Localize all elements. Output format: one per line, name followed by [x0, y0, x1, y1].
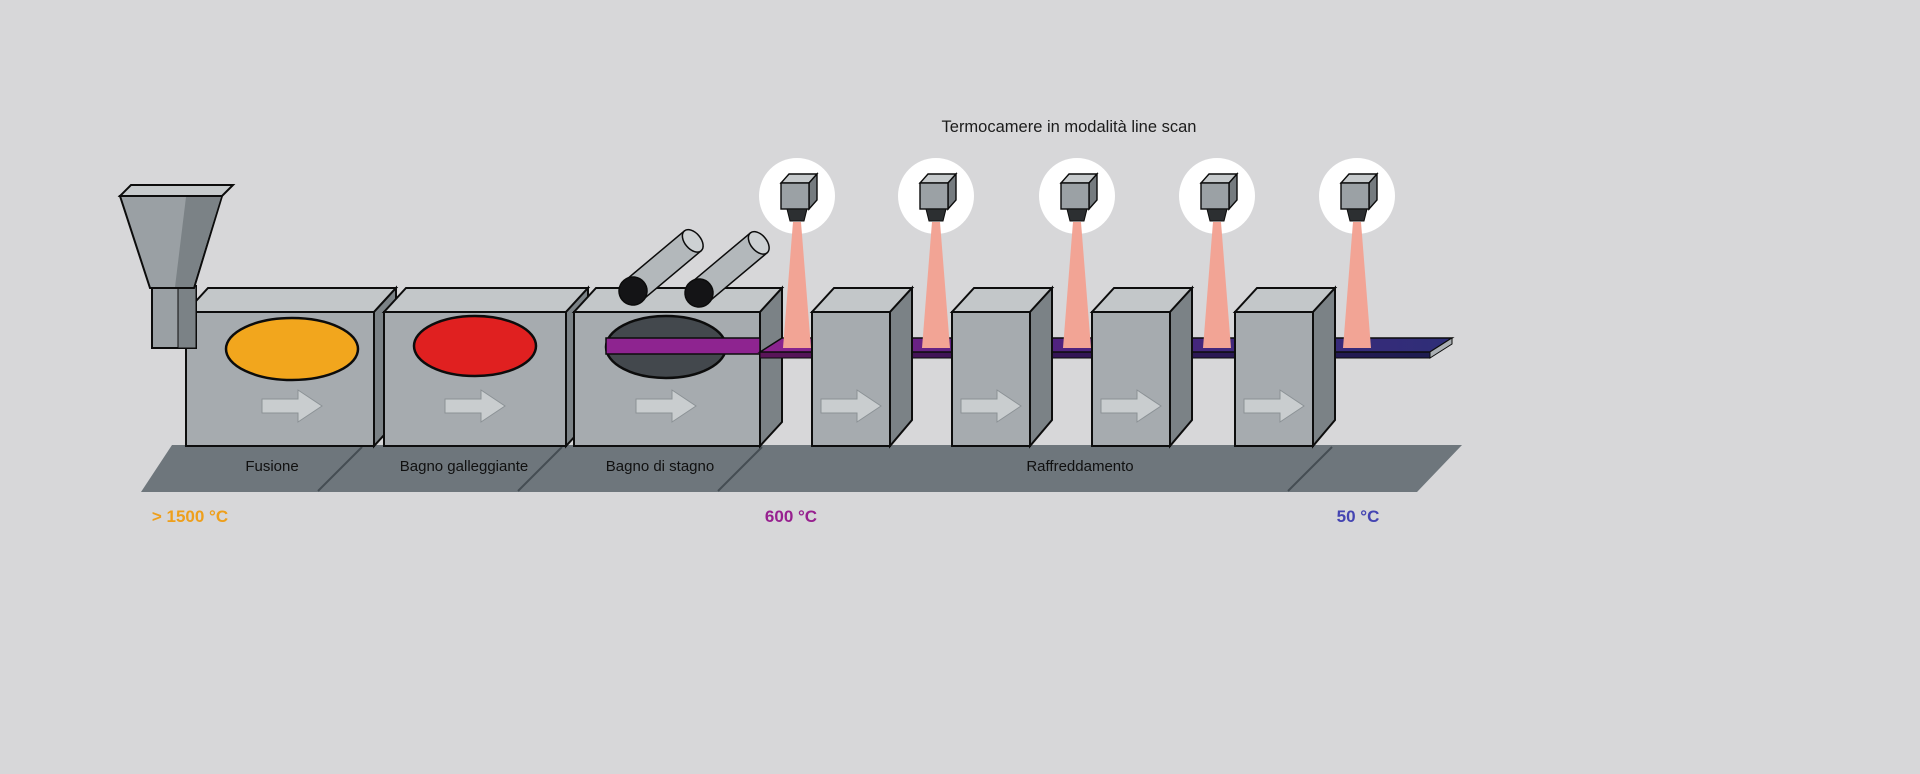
- roller-far-cap: [747, 230, 770, 255]
- molten-glass-red: [412, 314, 538, 378]
- box-top-face: [381, 287, 591, 313]
- cooling-box: [1092, 288, 1192, 446]
- temperature-label-tin-bath-exit: 600 °C: [765, 507, 817, 526]
- floor-divider: [317, 446, 363, 492]
- roller-icon: [618, 228, 704, 306]
- box-side-face: [759, 285, 783, 449]
- floor-divider: [517, 446, 563, 492]
- floor-divider: [717, 446, 763, 492]
- floor-divider: [1287, 446, 1333, 492]
- temperature-label-melting: > 1500 °C: [152, 507, 228, 526]
- ribbon-end-face: [1429, 337, 1453, 359]
- stage-label-bagno-galleggiante: Bagno galleggiante: [400, 458, 528, 475]
- temperature-label-end-of-line: 50 °C: [1337, 507, 1380, 526]
- tin-bath-glass-band: [605, 337, 761, 355]
- diagram-title: Termocamere in modalità line scan: [942, 118, 1197, 136]
- roller-icon: [684, 230, 770, 308]
- floor-platform: [141, 445, 1462, 492]
- stage-label-fusione: Fusione: [245, 458, 298, 475]
- scan-beam: [1203, 222, 1231, 348]
- hopper-rim: [117, 184, 236, 197]
- float-bath-box: [381, 285, 591, 449]
- scan-beam: [1343, 222, 1371, 348]
- box-top-face: [571, 287, 785, 313]
- scan-beam: [783, 222, 811, 348]
- stage-label-raffreddamento: Raffreddamento: [1026, 458, 1133, 475]
- tin-bath-box: [571, 285, 785, 449]
- scan-beam: [922, 222, 950, 348]
- roller-end-cap: [618, 276, 648, 306]
- roller-far-cap: [681, 228, 704, 253]
- hopper-stem-shade: [177, 285, 197, 349]
- scan-beam: [1063, 222, 1091, 348]
- stage-label-bagno-di-stagno: Bagno di stagno: [606, 458, 714, 475]
- furnace-box: [183, 285, 399, 449]
- box-top-face: [183, 287, 399, 313]
- hopper-icon: [117, 184, 236, 349]
- hopper-cone-shade: [175, 197, 221, 287]
- molten-glass-orange: [224, 316, 360, 382]
- cooling-box: [812, 288, 912, 446]
- cooling-box: [952, 288, 1052, 446]
- cooling-box: [1235, 288, 1335, 446]
- roller-end-cap: [684, 278, 714, 308]
- floor-surface: [141, 445, 1462, 492]
